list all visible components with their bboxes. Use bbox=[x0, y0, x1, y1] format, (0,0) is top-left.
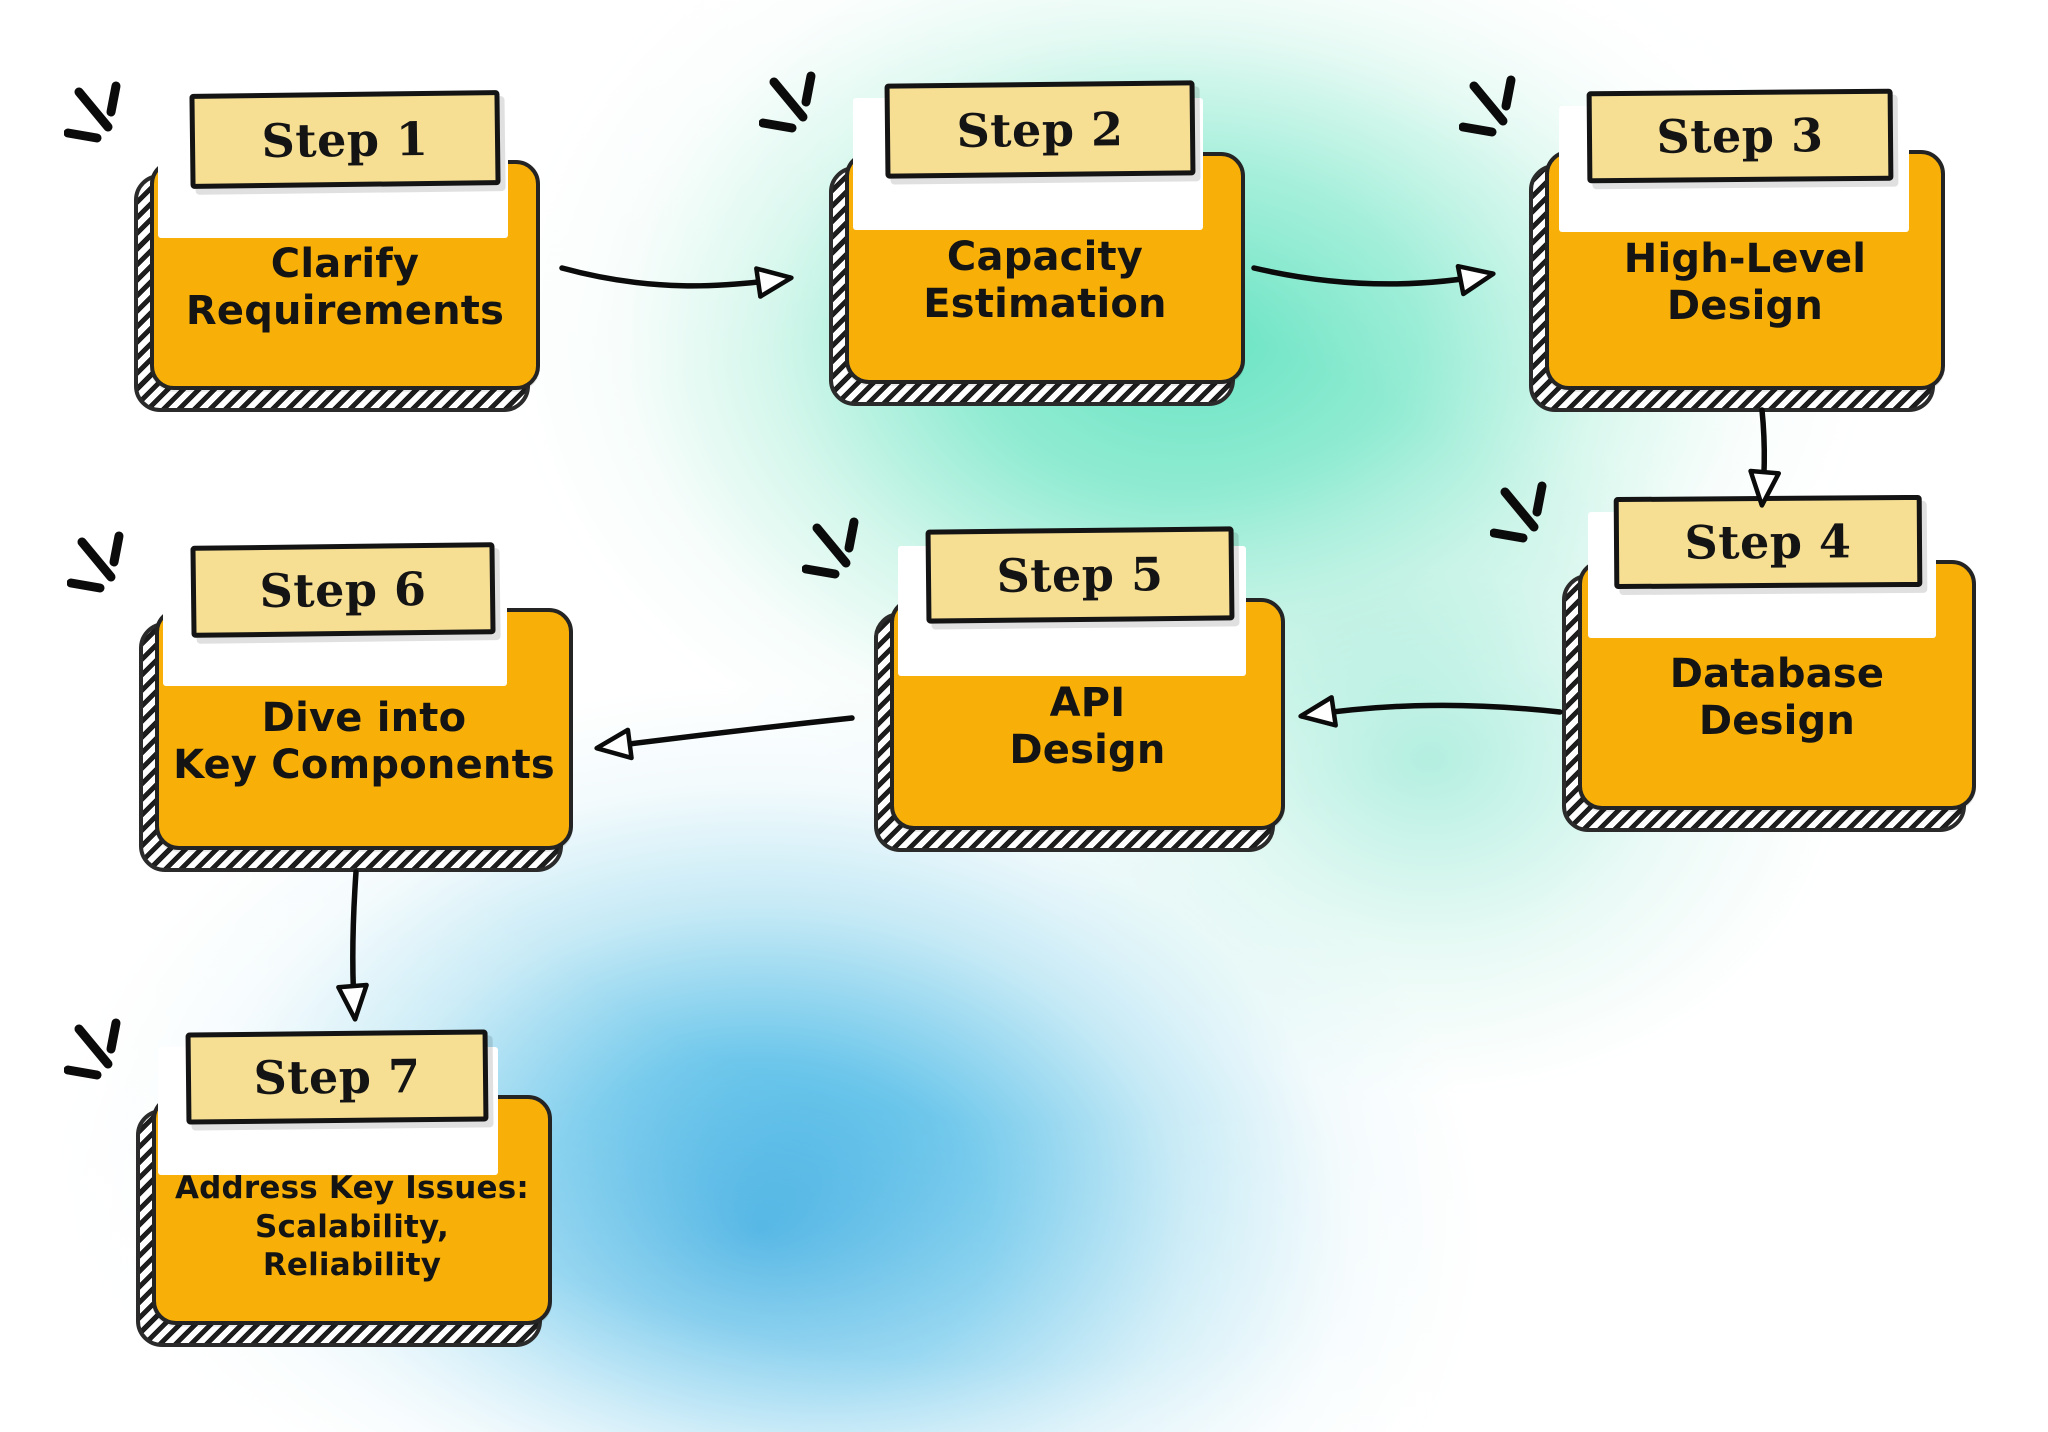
node-text: Dive into Key Components bbox=[173, 694, 555, 788]
node-step6[interactable]: Dive into Key Components Step 6 bbox=[67, 531, 573, 872]
node-text: Clarify Requirements bbox=[185, 240, 505, 334]
step-label-text: Step 4 bbox=[1684, 514, 1852, 570]
node-step4[interactable]: Database Design Step 4 bbox=[1490, 481, 1976, 832]
step-label-text: Step 1 bbox=[261, 111, 429, 168]
sparkle-icon bbox=[1490, 481, 1547, 543]
step-label-text: Step 6 bbox=[259, 561, 427, 619]
node-step3[interactable]: High-Level Design Step 3 bbox=[1459, 75, 1945, 412]
sparkle-icon bbox=[67, 531, 124, 593]
sparkle-icon bbox=[1459, 75, 1516, 137]
node-text: Capacity Estimation bbox=[923, 233, 1167, 327]
sparkle-icon bbox=[64, 1018, 121, 1080]
step-label-tab: Step 3 bbox=[1586, 88, 1894, 184]
step-label-tab: Step 2 bbox=[884, 80, 1196, 179]
node-step2[interactable]: Capacity Estimation Step 2 bbox=[759, 71, 1245, 406]
step-label-tab: Step 6 bbox=[190, 542, 496, 638]
node-step1[interactable]: Clarify Requirements Step 1 bbox=[64, 81, 540, 412]
sparkle-icon bbox=[802, 517, 859, 579]
step-label-text: Step 5 bbox=[996, 547, 1164, 603]
step-label-tab: Step 4 bbox=[1613, 494, 1923, 590]
step-label-text: Step 3 bbox=[1656, 108, 1824, 164]
node-text: Database Design bbox=[1669, 650, 1885, 744]
step-label-tab: Step 7 bbox=[185, 1029, 489, 1125]
node-step7[interactable]: Address Key Issues: Scalability, Reliabi… bbox=[64, 1018, 552, 1347]
step-label-text: Step 7 bbox=[253, 1049, 421, 1105]
step-label-text: Step 2 bbox=[956, 101, 1124, 158]
node-text: Address Key Issues: Scalability, Reliabi… bbox=[174, 1169, 530, 1284]
node-text: API Design bbox=[1009, 679, 1166, 773]
step-label-tab: Step 1 bbox=[189, 90, 501, 189]
step-label-tab: Step 5 bbox=[925, 526, 1235, 624]
sparkle-icon bbox=[759, 71, 816, 133]
node-text: High-Level Design bbox=[1623, 235, 1867, 329]
sparkle-icon bbox=[64, 81, 121, 143]
node-step5[interactable]: API Design Step 5 bbox=[802, 517, 1285, 852]
